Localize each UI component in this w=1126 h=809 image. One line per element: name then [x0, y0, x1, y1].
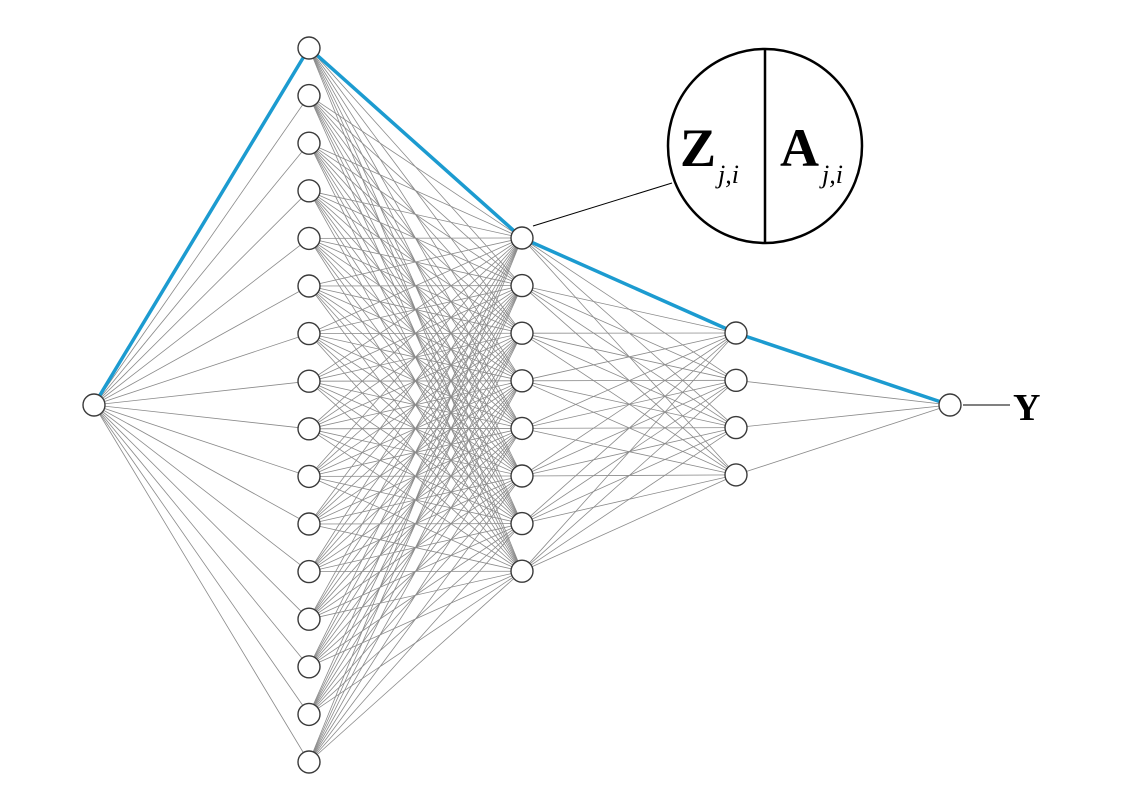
edge — [308, 237, 523, 763]
hidden-1-node — [297, 512, 321, 536]
hidden-2-node — [510, 464, 534, 488]
hidden-1-node — [297, 274, 321, 298]
edge — [521, 474, 737, 572]
hidden-2-node — [510, 511, 534, 536]
edge — [308, 237, 523, 620]
edge — [521, 332, 737, 572]
edge — [521, 380, 737, 572]
edge — [93, 404, 310, 572]
hidden-1-node — [297, 464, 321, 489]
edge — [93, 404, 310, 620]
highlighted-edge — [92, 46, 311, 407]
edge — [308, 237, 523, 430]
edge — [93, 404, 310, 763]
output-node — [938, 393, 962, 417]
edge — [93, 95, 310, 406]
edge — [308, 475, 523, 763]
hidden-1-node — [297, 369, 321, 393]
hidden-1-node — [297, 655, 321, 679]
edge — [735, 379, 951, 406]
hidden-1-node — [297, 750, 321, 774]
edge — [308, 237, 523, 287]
hidden-1-node — [297, 607, 321, 631]
edge — [93, 404, 310, 477]
highlighted-path — [92, 46, 952, 407]
edge — [308, 237, 523, 382]
neuron-zoom-callout: Z j,i A j,i — [666, 47, 864, 245]
edge — [308, 237, 523, 334]
edge — [308, 142, 523, 239]
hidden-3-node — [724, 368, 748, 392]
edge — [93, 190, 310, 406]
hidden-1-node — [297, 36, 321, 60]
edge — [521, 427, 737, 572]
network-edges — [93, 47, 951, 763]
hidden-3-node — [724, 415, 748, 440]
hidden-1-node — [297, 702, 321, 727]
edge — [93, 142, 310, 406]
edge — [521, 332, 737, 429]
output-label: Y — [1013, 387, 1040, 429]
hidden-1-node — [297, 226, 321, 251]
edge — [93, 285, 310, 406]
edge — [308, 285, 523, 763]
edge — [308, 237, 523, 525]
hidden-2-node — [510, 273, 534, 298]
network-nodes — [82, 36, 962, 774]
edge — [521, 332, 737, 477]
edge — [735, 404, 951, 476]
edge — [93, 404, 310, 668]
hidden-2-node — [510, 321, 534, 345]
highlighted-edge — [307, 46, 524, 240]
edge — [308, 333, 523, 763]
highlighted-edge — [520, 236, 738, 335]
hidden-2-node — [510, 559, 534, 583]
hidden-2-node — [510, 369, 534, 393]
hidden-3-node — [724, 321, 748, 345]
hidden-1-node — [297, 131, 321, 155]
edge — [308, 237, 523, 715]
edge — [308, 237, 523, 667]
edge — [93, 238, 310, 406]
highlighted-edge — [734, 331, 952, 407]
hidden-1-node — [297, 179, 321, 203]
hidden-1-node — [297, 83, 321, 108]
edge — [308, 570, 523, 763]
edge — [521, 332, 737, 524]
a-subscript: j,i — [819, 160, 843, 189]
z-symbol: Z — [680, 118, 716, 178]
edge — [93, 333, 310, 406]
input-node — [82, 393, 106, 417]
hidden-1-node — [297, 417, 321, 441]
edge — [308, 380, 523, 763]
z-subscript: j,i — [715, 160, 739, 189]
edge — [308, 428, 523, 763]
hidden-1-node — [297, 321, 321, 346]
hidden-1-node — [297, 559, 321, 584]
edge — [93, 404, 310, 715]
zoom-connector-line — [532, 182, 673, 227]
edge — [93, 404, 310, 525]
edge — [93, 404, 310, 430]
edge — [308, 237, 523, 477]
edge — [93, 380, 310, 406]
hidden-2-node — [510, 416, 534, 441]
edge — [308, 95, 523, 239]
hidden-3-node — [724, 463, 748, 487]
edge — [308, 190, 523, 239]
hidden-2-node — [510, 226, 534, 250]
edge — [308, 523, 523, 763]
edge — [521, 332, 737, 382]
edge — [521, 285, 737, 334]
a-symbol: A — [780, 118, 819, 178]
edge — [735, 404, 951, 428]
edge — [308, 237, 523, 572]
